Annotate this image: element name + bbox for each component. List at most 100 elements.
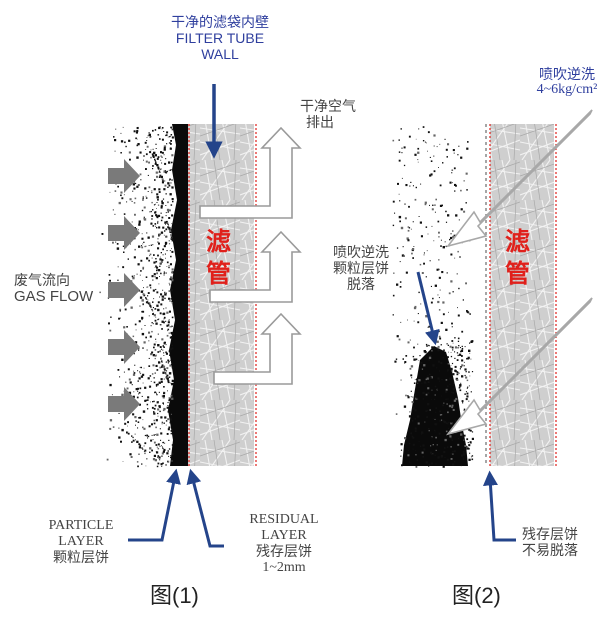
dust-speck xyxy=(434,423,437,425)
cake-drop-pointer xyxy=(416,271,440,346)
dust-speck xyxy=(128,139,131,142)
dust-speck xyxy=(461,375,464,378)
dust-speck xyxy=(157,172,159,174)
dust-speck xyxy=(167,201,169,204)
clean-air-line-2: 排出 xyxy=(306,114,334,131)
dust-speck xyxy=(163,308,165,310)
dust-speck xyxy=(165,224,166,225)
dust-speck xyxy=(162,450,165,453)
dust-speck xyxy=(151,218,153,220)
dust-speck xyxy=(429,156,431,158)
dust-speck xyxy=(153,381,156,384)
dust-speck xyxy=(420,445,422,447)
dust-speck xyxy=(461,359,464,362)
dust-speck xyxy=(400,128,402,130)
dust-speck xyxy=(461,345,463,348)
dust-speck xyxy=(444,438,447,442)
dust-speck xyxy=(446,272,448,274)
dust-speck xyxy=(147,174,149,176)
dust-speck xyxy=(162,151,164,154)
dust-speck xyxy=(147,435,150,438)
dust-speck xyxy=(433,240,435,242)
dust-speck xyxy=(156,451,159,454)
dust-speck xyxy=(410,181,412,183)
dust-speck xyxy=(409,411,411,413)
dust-speck xyxy=(438,432,441,435)
dust-speck xyxy=(468,371,470,373)
dust-speck xyxy=(157,351,159,353)
dust-speck xyxy=(156,392,157,394)
dust-speck xyxy=(463,459,464,461)
dust-speck xyxy=(152,289,155,292)
dust-speck xyxy=(127,421,129,424)
dust-speck xyxy=(439,184,442,187)
dust-speck xyxy=(396,335,399,338)
dust-speck xyxy=(140,290,144,293)
dust-speck xyxy=(138,417,140,419)
dust-speck xyxy=(157,447,160,450)
dust-speck xyxy=(171,129,173,131)
dust-speck xyxy=(422,140,425,142)
dust-speck xyxy=(168,240,170,242)
dust-speck xyxy=(146,232,148,234)
dust-speck xyxy=(160,439,162,441)
dust-speck xyxy=(172,200,174,203)
dust-speck xyxy=(151,351,154,354)
dust-speck xyxy=(165,228,168,231)
dust-speck xyxy=(158,126,161,130)
dust-speck xyxy=(137,370,139,372)
dust-speck xyxy=(151,423,153,426)
dust-speck xyxy=(169,326,171,328)
dust-speck xyxy=(150,439,153,442)
dust-speck xyxy=(166,131,169,134)
dust-speck xyxy=(153,346,155,349)
dust-speck xyxy=(165,257,166,259)
dust-speck xyxy=(159,174,162,177)
dust-speck xyxy=(157,247,160,250)
dust-speck xyxy=(121,358,124,361)
dust-speck xyxy=(434,394,436,396)
dust-speck xyxy=(137,465,139,468)
dust-speck xyxy=(148,186,151,189)
residual-layer-zh: 残存层饼 xyxy=(256,544,312,561)
dust-speck xyxy=(169,147,172,150)
dust-speck xyxy=(466,392,469,395)
dust-speck xyxy=(170,235,172,237)
dust-speck xyxy=(132,439,135,442)
dust-speck xyxy=(164,184,167,187)
dust-speck xyxy=(158,283,160,285)
dust-speck xyxy=(459,347,461,349)
dust-speck xyxy=(156,433,159,436)
dust-speck xyxy=(160,272,162,275)
dust-speck xyxy=(168,406,170,408)
dust-speck xyxy=(136,396,139,399)
dust-speck xyxy=(134,416,137,419)
dust-speck xyxy=(456,352,459,354)
dust-speck xyxy=(171,278,174,282)
dust-speck xyxy=(147,437,149,439)
dust-speck xyxy=(453,388,456,391)
dust-speck xyxy=(151,190,153,192)
dust-speck xyxy=(428,344,430,346)
dust-speck xyxy=(466,438,469,441)
dust-speck xyxy=(163,403,164,405)
dust-speck xyxy=(159,276,160,277)
dust-speck xyxy=(451,391,453,393)
dust-speck xyxy=(169,169,172,171)
dust-speck xyxy=(457,347,459,349)
dust-speck xyxy=(121,197,124,200)
dust-speck xyxy=(404,217,407,220)
dust-speck xyxy=(143,427,146,430)
dust-speck xyxy=(418,128,420,130)
dust-speck xyxy=(417,159,419,161)
dust-speck xyxy=(144,434,146,437)
dust-speck xyxy=(159,296,161,298)
dust-speck xyxy=(138,443,141,446)
dust-speck xyxy=(145,465,147,467)
dust-speck xyxy=(433,145,435,147)
dust-speck xyxy=(162,312,165,316)
dust-speck xyxy=(170,276,172,279)
dust-speck xyxy=(157,167,160,170)
dust-speck xyxy=(165,220,168,223)
dust-speck xyxy=(401,177,403,179)
